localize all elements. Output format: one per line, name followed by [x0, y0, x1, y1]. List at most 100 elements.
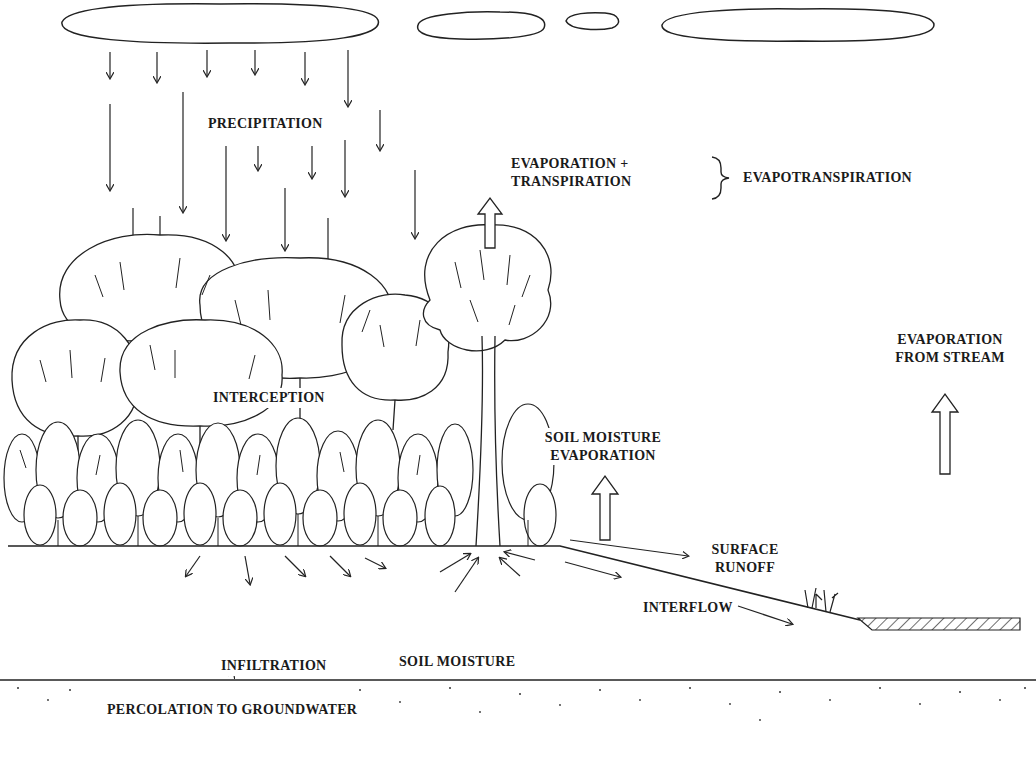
- groundwater-dots-part: [999, 699, 1001, 701]
- plant-stems-part: [58, 514, 528, 546]
- flow-arrows-part: [245, 556, 250, 584]
- forest-canopy-part: [120, 320, 282, 426]
- groundwater-table-part: [0, 679, 1036, 680]
- understory-plants-part: [104, 483, 136, 545]
- groundwater-dots-part: [17, 687, 19, 689]
- understory-plants-part: [223, 490, 257, 546]
- groundwater-dots-part: [479, 711, 481, 713]
- process-label: PERCOLATION TO GROUNDWATER: [104, 700, 360, 720]
- streamside-plants-part: [805, 588, 838, 612]
- understory-plants-part: [303, 490, 337, 546]
- process-label: SURFACE RUNOFF: [694, 540, 796, 577]
- rain-arrows-part: [379, 110, 380, 150]
- understory-plants-part: [383, 490, 417, 546]
- evapotranspiration-bracket-part: [712, 157, 729, 199]
- evapotranspiration-bracket: [712, 157, 729, 199]
- understory-plants-part: [24, 485, 56, 545]
- plant-stems: [20, 450, 528, 546]
- rain-arrows-part: [109, 104, 110, 190]
- clouds-part: [662, 9, 934, 41]
- forest-canopy-part: [12, 320, 138, 436]
- flow-arrows-part: [330, 556, 350, 576]
- understory-plants-part: [524, 484, 556, 546]
- rain-arrows-part: [284, 188, 285, 250]
- rain-arrows-part: [344, 140, 345, 196]
- canopy-twigs-part: [40, 350, 105, 382]
- process-label: SOIL MOISTURE EVAPORATION: [530, 428, 676, 465]
- process-label: EVAPORATION + TRANSPIRATION: [508, 154, 646, 191]
- groundwater-dots-part: [639, 699, 641, 701]
- clouds: [62, 4, 934, 43]
- rain-arrows-part: [109, 52, 110, 78]
- plant-stems-part: [20, 450, 420, 475]
- groundwater-dots-part: [779, 691, 781, 693]
- groundwater-dots-part: [399, 701, 401, 703]
- forest-canopy: [12, 225, 551, 436]
- canopy-twigs: [40, 250, 530, 382]
- understory-plants-part: [143, 490, 177, 546]
- process-label: INFILTRATION: [218, 656, 330, 676]
- groundwater-table: [0, 679, 1036, 680]
- groundwater-dots-part: [1024, 687, 1026, 689]
- flow-arrows-part: [505, 552, 535, 560]
- rain-arrows-part: [254, 50, 255, 74]
- process-label: INTERCEPTION: [210, 388, 328, 408]
- flow-arrows-part: [565, 562, 620, 577]
- rain-arrows-part: [206, 50, 207, 76]
- groundwater-dots-part: [69, 689, 71, 691]
- groundwater-dots-part: [919, 703, 921, 705]
- process-label: SOIL MOISTURE: [396, 652, 518, 672]
- rain-arrows-part: [156, 52, 157, 82]
- clouds-part: [418, 12, 545, 39]
- tree-trunks: [78, 336, 500, 546]
- understory-plants-part: [63, 490, 97, 546]
- rain-arrows-part: [311, 146, 312, 178]
- process-label: INTERFLOW: [640, 598, 736, 618]
- groundwater-dots-part: [829, 699, 831, 701]
- clouds-part: [566, 13, 619, 30]
- groundwater-dots-part: [879, 687, 881, 689]
- groundwater-dots-part: [729, 703, 731, 705]
- understory-plants-part: [264, 483, 296, 545]
- stream-part: [858, 618, 1020, 630]
- evaporation-arrows-part: [478, 198, 502, 248]
- canopy-twigs-part: [380, 320, 420, 347]
- rain-arrows-part: [182, 92, 183, 212]
- groundwater-dots-part: [599, 689, 601, 691]
- understory-plants: [4, 404, 556, 546]
- rain-arrows-part: [257, 146, 258, 170]
- canopy-twigs-part: [150, 345, 255, 379]
- groundwater-dots: [17, 687, 1026, 721]
- rain-arrows-part: [225, 146, 226, 240]
- groundwater-dots-part: [959, 691, 961, 693]
- flow-arrows-part: [285, 556, 305, 576]
- flow-arrows-part: [455, 558, 478, 592]
- rain-arrows-part: [414, 170, 415, 238]
- flow-arrows-part: [570, 540, 688, 556]
- groundwater-dots-part: [559, 704, 561, 706]
- groundwater-dots-part: [689, 687, 691, 689]
- process-label: EVAPORATION FROM STREAM: [888, 330, 1012, 367]
- rain-arrows-part: [304, 52, 305, 84]
- evaporation-arrows-part: [592, 476, 618, 540]
- rain-arrows-part: [347, 50, 348, 106]
- process-label: EVAPOTRANSPIRATION: [740, 168, 915, 188]
- understory-plants-part: [184, 483, 216, 545]
- tree-trunks-part: [476, 336, 500, 546]
- groundwater-dots-part: [449, 687, 451, 689]
- canopy-twigs-part: [95, 258, 210, 297]
- groundwater-dots-part: [47, 699, 49, 701]
- understory-plants-part: [344, 483, 376, 545]
- streamside-plants: [805, 588, 838, 612]
- flow-arrows-part: [440, 554, 470, 572]
- clouds-part: [62, 4, 379, 43]
- flow-arrows-part: [738, 606, 792, 624]
- canopy-twigs-part: [235, 290, 370, 332]
- groundwater-dots-part: [759, 719, 761, 721]
- canopy-twigs-part: [455, 250, 530, 325]
- flow-arrows-part: [500, 558, 520, 576]
- understory-plants-part: [425, 486, 455, 546]
- evaporation-arrows: [478, 198, 958, 540]
- groundwater-dots-part: [359, 689, 361, 691]
